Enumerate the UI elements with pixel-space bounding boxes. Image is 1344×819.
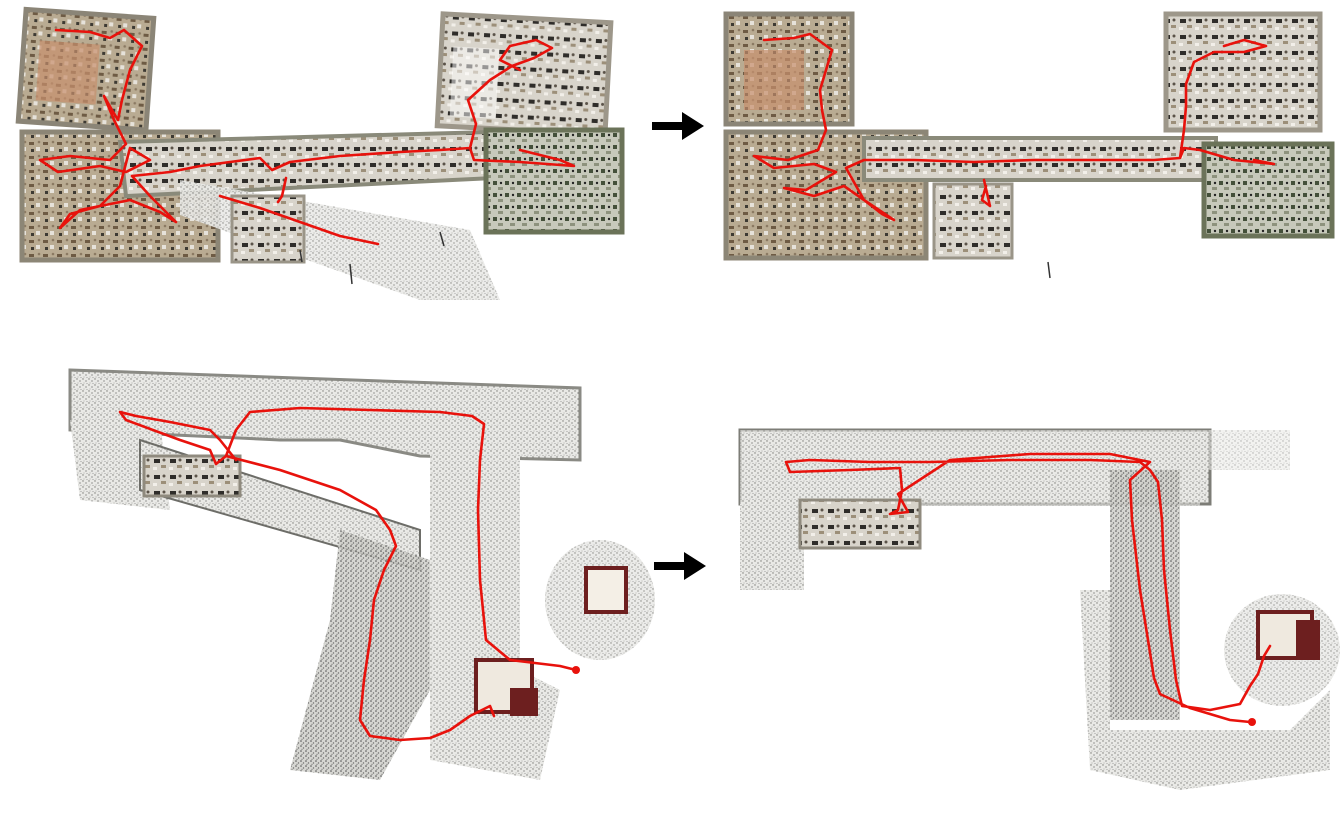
corridor-vertical [1110, 470, 1180, 720]
right-arrow-icon [654, 552, 706, 580]
room-right-green [483, 127, 625, 235]
scene-1-after-pointcloud [723, 11, 1335, 279]
small-room [142, 454, 242, 498]
top-arrow [652, 112, 704, 145]
furniture-block [584, 566, 628, 614]
room-right-green [1201, 141, 1335, 239]
trajectory-path [118, 406, 578, 742]
furniture-block-3 [510, 688, 538, 716]
noise-marks [1047, 261, 1051, 279]
scene-1-before-panel [0, 0, 640, 310]
corridor-left-stub [740, 502, 804, 590]
bottom-arrow [654, 552, 706, 585]
scene-1-before-pointcloud [15, 6, 625, 300]
room-top-left [15, 6, 157, 133]
trajectory-path [38, 28, 576, 246]
room-top-right [434, 11, 614, 138]
right-arrow-icon [652, 112, 704, 140]
lower-area [1080, 590, 1330, 790]
trajectory-path [784, 452, 1272, 724]
scene-2-after-panel [730, 410, 1340, 810]
corridor-vertical-left [290, 530, 430, 780]
corridor-drift [117, 129, 497, 199]
room-middle-small [230, 194, 306, 264]
trajectory-path [752, 32, 1276, 222]
noise-marks [299, 231, 445, 285]
trajectory-end-marker [572, 666, 580, 674]
scene-2-before-panel [40, 360, 660, 810]
scene-1-after-panel [714, 0, 1344, 290]
scene-2-before-pointcloud [68, 368, 655, 780]
trajectory-end-marker [1248, 718, 1256, 726]
scene-2-after-pointcloud [738, 428, 1340, 790]
room-middle-small [932, 182, 1014, 260]
small-room [798, 498, 922, 550]
furniture-block-2 [1296, 620, 1320, 660]
